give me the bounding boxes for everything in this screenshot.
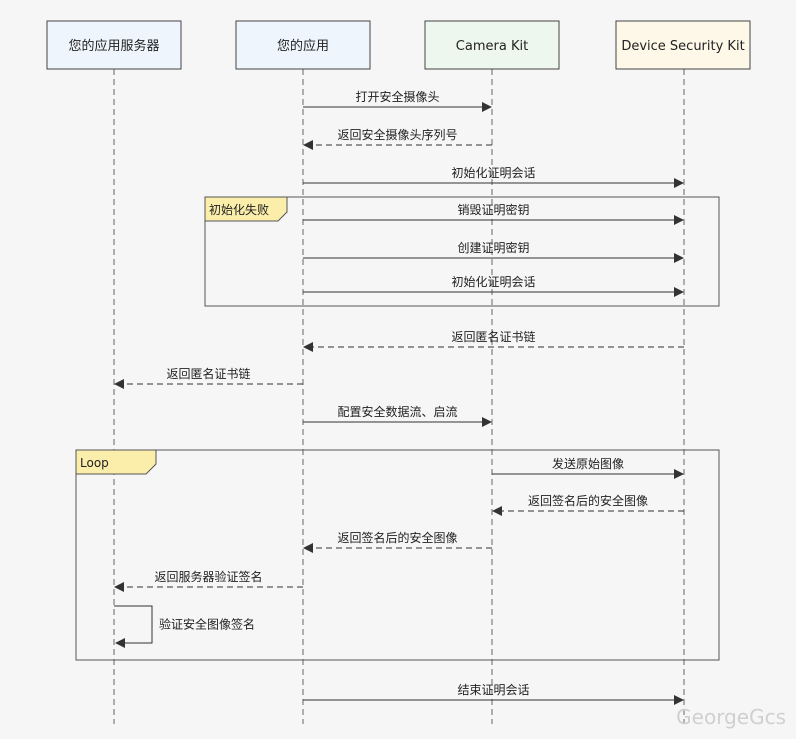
message: 结束证明会话: [303, 683, 684, 705]
message-label: 结束证明会话: [457, 683, 529, 697]
message-label: 验证安全图像签名: [159, 617, 255, 632]
watermark: GeorgeGcs: [676, 705, 786, 729]
message: 返回匿名证书链: [303, 329, 684, 352]
frame-tab: [75, 449, 157, 475]
message: 发送原始图像: [492, 456, 684, 479]
message: 返回安全摄像头序列号: [303, 127, 492, 150]
participant-box: [615, 20, 751, 70]
message: 打开安全摄像头: [303, 89, 492, 112]
message-label: 创建证明密钥: [457, 240, 529, 255]
message-label: 返回安全摄像头序列号: [337, 127, 457, 142]
message-label: 返回签名后的安全图像: [528, 493, 648, 508]
message-label: 发送原始图像: [552, 456, 624, 471]
frame-border: [204, 196, 720, 307]
participant-app: 您的应用: [235, 20, 371, 70]
frame-border: [75, 449, 720, 661]
message-label: 返回匿名证书链: [166, 366, 250, 381]
participant-label: 您的应用服务器: [68, 38, 159, 54]
participant-box: [46, 20, 182, 70]
participant-label: Device Security Kit: [621, 39, 744, 54]
participant-box: [424, 20, 560, 70]
frame-tab: [204, 196, 288, 222]
message: 配置安全数据流、启流: [303, 404, 492, 427]
message-label: 配置安全数据流、启流: [337, 404, 457, 419]
message: 返回签名后的安全图像: [492, 493, 684, 516]
message: 返回匿名证书链: [114, 366, 303, 389]
message-label: 返回匿名证书链: [451, 329, 535, 344]
frame-loop: Loop: [75, 449, 720, 661]
message: 创建证明密钥: [303, 240, 684, 263]
message-arrow: [114, 605, 153, 648]
message-label: 返回签名后的安全图像: [337, 530, 457, 545]
message-label: 初始化证明会话: [451, 166, 535, 180]
message: 初始化证明会话: [303, 166, 684, 188]
message: 验证安全图像签名: [114, 605, 255, 648]
frame-init-failed: 初始化失败: [204, 196, 720, 307]
participant-label: Camera Kit: [456, 39, 528, 54]
message-label: 初始化证明会话: [451, 275, 535, 289]
participant-box: [235, 20, 371, 70]
message-label: 返回服务器验证签名: [154, 569, 262, 584]
participant-dsk: Device Security Kit: [615, 20, 751, 70]
message-label: 销毁证明密钥: [457, 202, 529, 217]
message: 销毁证明密钥: [303, 202, 684, 225]
message-label: 打开安全摄像头: [355, 89, 439, 104]
participant-server: 您的应用服务器: [46, 20, 182, 70]
frame-label: Loop: [80, 456, 109, 470]
participant-label: 您的应用: [277, 38, 329, 54]
message: 返回签名后的安全图像: [303, 530, 492, 553]
frame-label: 初始化失败: [209, 202, 269, 217]
participant-camera: Camera Kit: [424, 20, 560, 70]
message: 返回服务器验证签名: [114, 569, 303, 592]
message: 初始化证明会话: [303, 275, 684, 297]
